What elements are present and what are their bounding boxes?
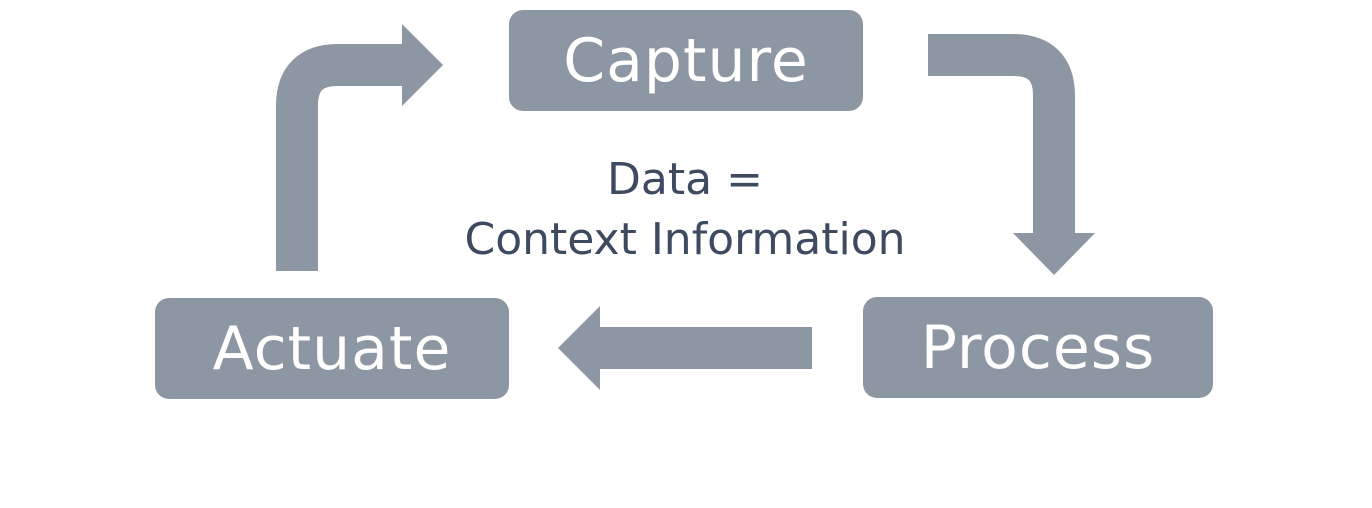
- center-caption-line-2: Context Information: [464, 214, 906, 265]
- node-process-label: Process: [920, 312, 1156, 383]
- arrowhead-left: [558, 306, 600, 390]
- arrow-shaft-process-to-actuate: [598, 327, 812, 369]
- node-capture: Capture: [509, 10, 863, 111]
- node-process: Process: [863, 297, 1213, 398]
- center-caption: Data = Context Information: [420, 150, 950, 270]
- arrow-process-to-actuate: [558, 306, 812, 390]
- arrow-capture-to-process: [928, 34, 1095, 275]
- arrow-shaft-actuate-to-capture: [276, 44, 405, 271]
- node-actuate-label: Actuate: [212, 313, 452, 384]
- node-actuate: Actuate: [155, 298, 509, 399]
- arrowhead-down: [1013, 233, 1095, 275]
- arrow-actuate-to-capture: [276, 24, 443, 271]
- center-caption-line-1: Data =: [607, 154, 763, 205]
- arrow-shaft-capture-to-process: [928, 34, 1075, 240]
- arrowhead-right: [402, 24, 443, 106]
- node-capture-label: Capture: [563, 25, 809, 96]
